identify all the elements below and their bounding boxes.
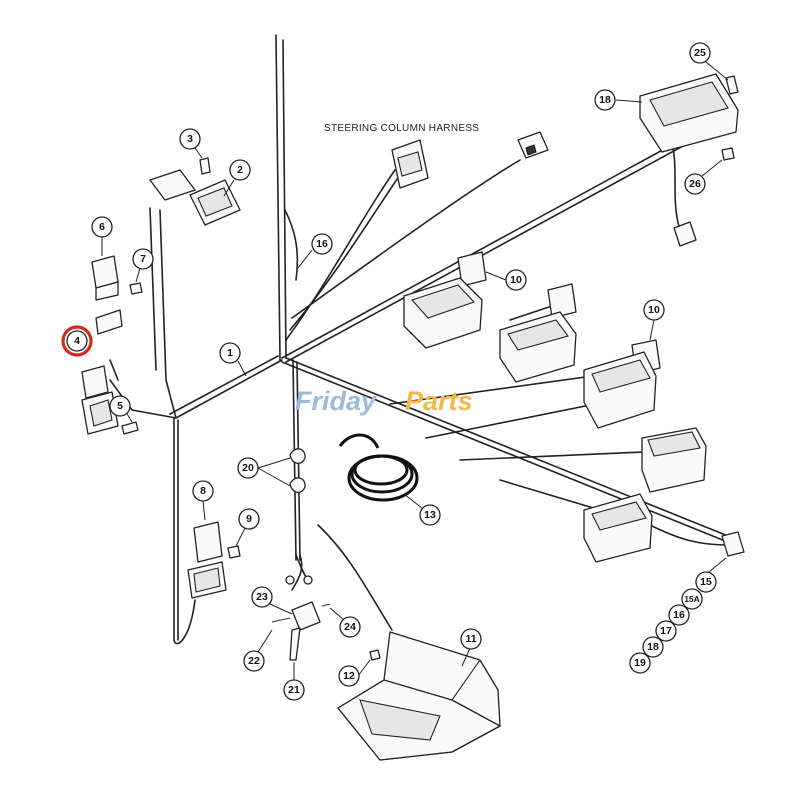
callout-18-fuseblock: 18	[594, 89, 643, 111]
svg-text:15A: 15A	[684, 594, 700, 604]
callout-3: 3	[179, 128, 203, 159]
switch-item-21	[271, 575, 331, 661]
watermark-text-b: Parts	[405, 386, 473, 416]
callout-18: 18	[642, 636, 664, 658]
callout-10a: 10	[485, 269, 527, 291]
svg-text:18: 18	[599, 94, 611, 106]
tray-item-11	[337, 631, 501, 761]
relays-and-fuse-blocks	[403, 73, 745, 563]
coiled-cable-item-13	[338, 433, 419, 502]
callout-23: 23	[251, 586, 293, 615]
callout-26: 26	[684, 159, 723, 195]
relay-item-8	[187, 521, 241, 599]
callout-5: 5	[109, 395, 133, 423]
callout-16: 16	[668, 604, 690, 626]
svg-text:3: 3	[187, 133, 193, 145]
svg-text:13: 13	[424, 509, 436, 521]
svg-text:5: 5	[117, 400, 123, 412]
svg-text:9: 9	[246, 513, 252, 525]
callout-12: 12	[338, 659, 371, 687]
svg-text:11: 11	[465, 633, 476, 645]
main-harness-wires	[109, 34, 739, 645]
watermark-text-a: Friday	[295, 386, 378, 416]
callout-9: 9	[235, 508, 260, 547]
svg-text:22: 22	[248, 655, 260, 667]
svg-text:20: 20	[242, 462, 254, 474]
svg-text:1: 1	[227, 347, 233, 359]
callout-1: 1	[219, 342, 247, 377]
callout-16-harness: 16	[297, 233, 333, 269]
callout-15a: 15A	[681, 588, 703, 610]
svg-text:12: 12	[343, 670, 355, 682]
svg-text:10: 10	[510, 274, 522, 286]
callout-10b: 10	[643, 299, 665, 341]
svg-text:2: 2	[237, 164, 243, 176]
callout-2: 2	[223, 159, 251, 197]
callout-24: 24	[329, 607, 361, 638]
callout-25: 25	[689, 42, 729, 81]
clips-item-20	[289, 448, 306, 493]
callout-20: 20	[237, 457, 291, 487]
svg-text:16: 16	[316, 238, 328, 250]
svg-text:18: 18	[647, 641, 659, 653]
diagram-title: STEERING COLUMN HARNESS	[324, 123, 479, 134]
left-relays	[81, 255, 143, 435]
callout-19: 19	[629, 652, 651, 674]
svg-text:21: 21	[288, 684, 300, 696]
callout-8: 8	[192, 480, 214, 521]
svg-text:7: 7	[140, 253, 146, 265]
highlight-ring	[61, 325, 93, 357]
svg-text:10: 10	[648, 304, 660, 316]
svg-text:15: 15	[700, 576, 712, 588]
callout-17: 17	[655, 620, 677, 642]
svg-text:25: 25	[694, 47, 706, 59]
callout-15: 15	[695, 557, 727, 593]
callout-6: 6	[91, 216, 113, 256]
svg-text:23: 23	[256, 591, 268, 603]
svg-text:8: 8	[200, 485, 206, 497]
svg-text:16: 16	[673, 609, 685, 621]
callout-21: 21	[283, 662, 305, 701]
svg-text:6: 6	[99, 221, 105, 233]
callout-4: 4	[66, 330, 88, 352]
callouts: 1 2 3 4 5 6 7 8 9	[61, 42, 729, 701]
callout-7: 7	[132, 248, 154, 283]
steering-column-connector	[391, 131, 549, 189]
callout-22: 22	[243, 629, 273, 672]
svg-text:4: 4	[74, 335, 80, 347]
callout-11: 11	[460, 628, 482, 667]
svg-text:26: 26	[689, 178, 701, 190]
svg-text:19: 19	[634, 657, 646, 669]
watermark-logo: Friday Parts	[295, 386, 473, 416]
svg-text:17: 17	[660, 625, 672, 637]
svg-text:24: 24	[344, 621, 356, 633]
callout-13: 13	[403, 493, 441, 526]
